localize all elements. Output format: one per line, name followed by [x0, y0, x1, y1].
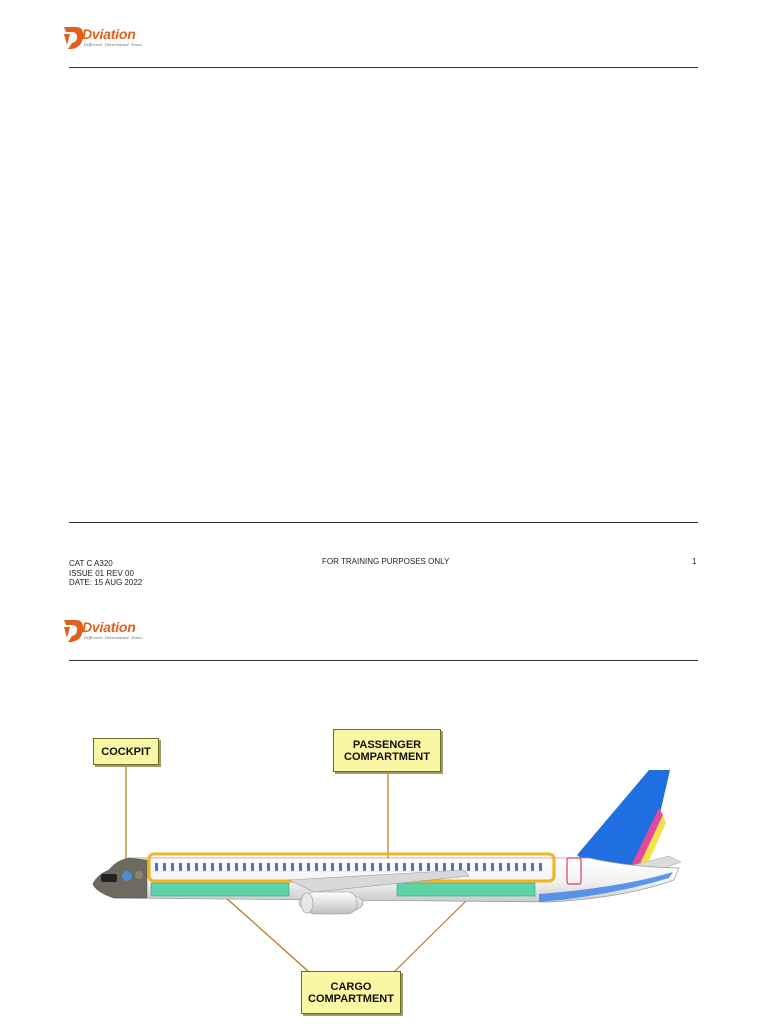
rear-door — [566, 857, 582, 885]
dviation-logo: Dviation Different. Determined. Done. — [62, 618, 162, 644]
cargo-label-line2: COMPARTMENT — [308, 992, 394, 1005]
logo-wordmark: Dviation — [82, 26, 136, 42]
aircraft-compartment-diagram: COCKPIT PASSENGER COMPARTMENT CARGO COMP… — [69, 720, 698, 1020]
cargo-compartment-label: CARGO COMPARTMENT — [301, 971, 401, 1014]
wing — [288, 869, 470, 893]
passenger-compartment-label: PASSENGER COMPARTMENT — [333, 729, 441, 772]
cockpit-label-text: COCKPIT — [101, 745, 151, 758]
logo-wordmark: Dviation — [82, 619, 136, 635]
document-info: CAT C A320 ISSUE 01 REV 00 DATE: 15 AUG … — [69, 559, 142, 588]
passenger-seats — [155, 863, 542, 871]
passenger-label-line1: PASSENGER — [352, 738, 422, 751]
forward-cargo-hold — [150, 882, 290, 897]
logo-tagline: Different. Determined. Done. — [84, 42, 144, 47]
footer-rule — [69, 522, 698, 523]
header-rule — [69, 67, 698, 68]
aircraft-illustration — [92, 765, 682, 973]
dviation-logo: Dviation Different. Determined. Done. — [62, 25, 162, 51]
logo-tagline: Different. Determined. Done. — [84, 635, 144, 640]
passenger-label-line2: COMPARTMENT — [344, 750, 430, 763]
aft-cargo-hold — [396, 882, 536, 897]
training-notice: FOR TRAINING PURPOSES ONLY — [322, 557, 450, 566]
doc-issue: ISSUE 01 REV 00 — [69, 568, 134, 578]
doc-category: CAT C A320 — [69, 559, 113, 568]
cargo-label-line1: CARGO — [330, 980, 372, 993]
header-rule — [69, 660, 698, 661]
cockpit-section — [92, 857, 148, 899]
cockpit-label: COCKPIT — [93, 738, 159, 765]
logo-mark-icon — [64, 27, 84, 49]
doc-date: DATE: 15 AUG 2022 — [69, 578, 143, 587]
logo-mark-icon — [64, 620, 84, 642]
page-number: 1 — [692, 557, 697, 566]
